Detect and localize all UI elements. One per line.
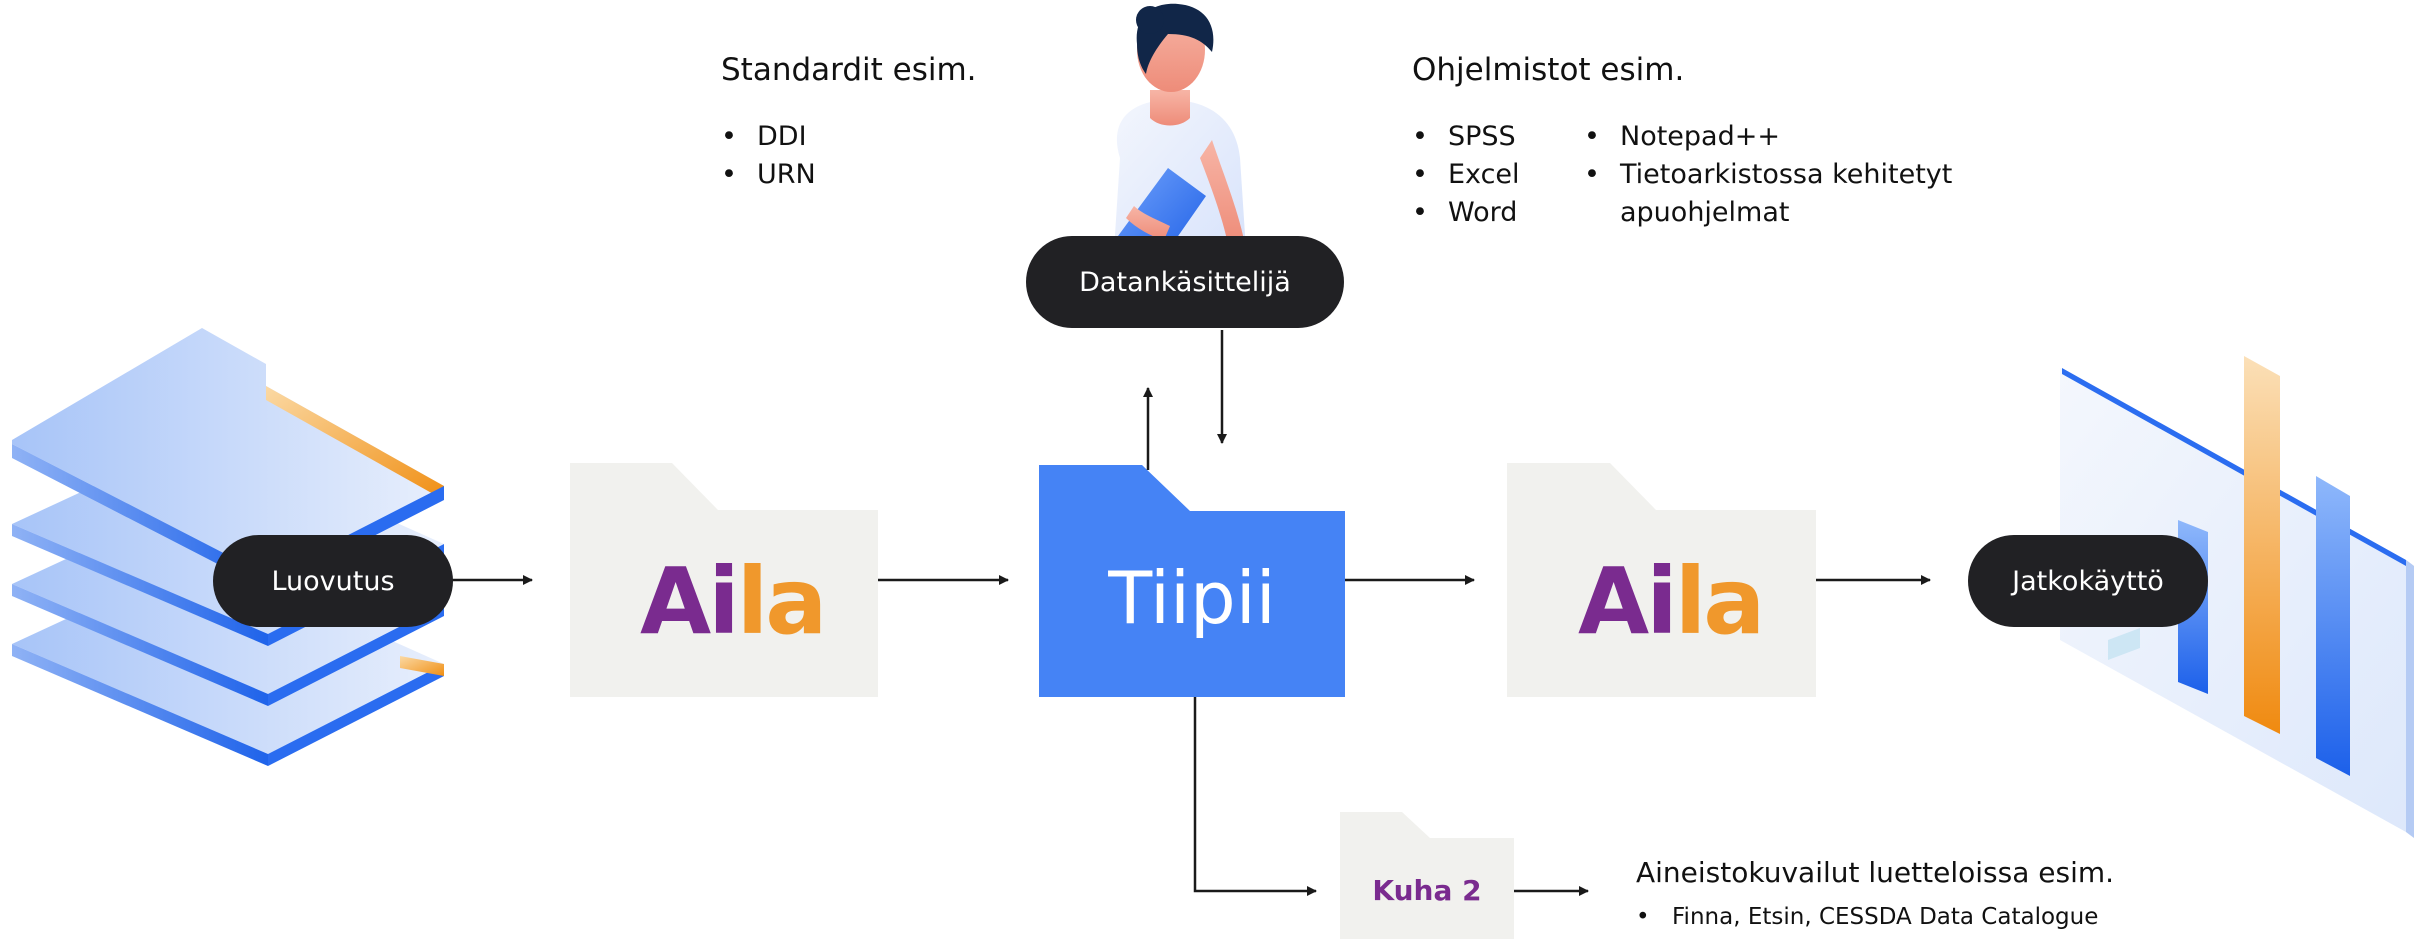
- standards-list: DDI URN: [721, 118, 816, 194]
- aila-logo-part: la: [1674, 548, 1766, 655]
- aila-logo: Aila: [1578, 556, 1765, 648]
- aila-folder-icon: [570, 463, 878, 697]
- kuha-folder-icon: [1340, 812, 1514, 939]
- standards-item: DDI: [721, 118, 816, 156]
- software-item: Excel: [1412, 156, 1520, 194]
- tiipii-folder-icon: [1039, 465, 1345, 697]
- software-item: Word: [1412, 194, 1520, 232]
- aila-logo-part: Ai: [1578, 548, 1678, 655]
- aila-logo-part: la: [736, 548, 828, 655]
- software-heading: Ohjelmistot esim.: [1412, 52, 1685, 88]
- catalogues-list: Finna, Etsin, CESSDA Data Catalogue: [1636, 902, 2098, 932]
- standards-item: URN: [721, 156, 816, 194]
- reuse-node: Jatkokäyttö: [1968, 535, 2208, 627]
- aila-logo-part: Ai: [640, 548, 740, 655]
- software-item: SPSS: [1412, 118, 1520, 156]
- tiipii-label: Tiipii: [1108, 556, 1276, 640]
- catalogues-heading: Aineistokuvailut luetteloissa esim.: [1636, 856, 2115, 889]
- data-processor-node: Datankäsittelijä: [1026, 236, 1344, 328]
- software-list-column-2: Notepad++ Tietoarkistossa kehitetyt apuo…: [1584, 118, 1964, 232]
- software-item: Tietoarkistossa kehitetyt apuohjelmat: [1584, 156, 1964, 232]
- catalogues-item: Finna, Etsin, CESSDA Data Catalogue: [1636, 902, 2098, 932]
- kuha-label: Kuha 2: [1372, 874, 1482, 907]
- flow-arrows: [450, 330, 1931, 896]
- aila-logo: Aila: [640, 556, 827, 648]
- submission-node: Luovutus: [213, 535, 453, 627]
- software-item: Notepad++: [1584, 118, 1964, 156]
- aila-folder-icon: [1507, 463, 1816, 697]
- arrow-tiipii-to-kuha: [1193, 697, 1317, 896]
- standards-heading: Standardit esim.: [721, 52, 977, 88]
- software-list-column-1: SPSS Excel Word: [1412, 118, 1520, 232]
- bar-chart-panel-icon: [2060, 356, 2414, 838]
- person-holding-folder-icon: [1114, 3, 1246, 262]
